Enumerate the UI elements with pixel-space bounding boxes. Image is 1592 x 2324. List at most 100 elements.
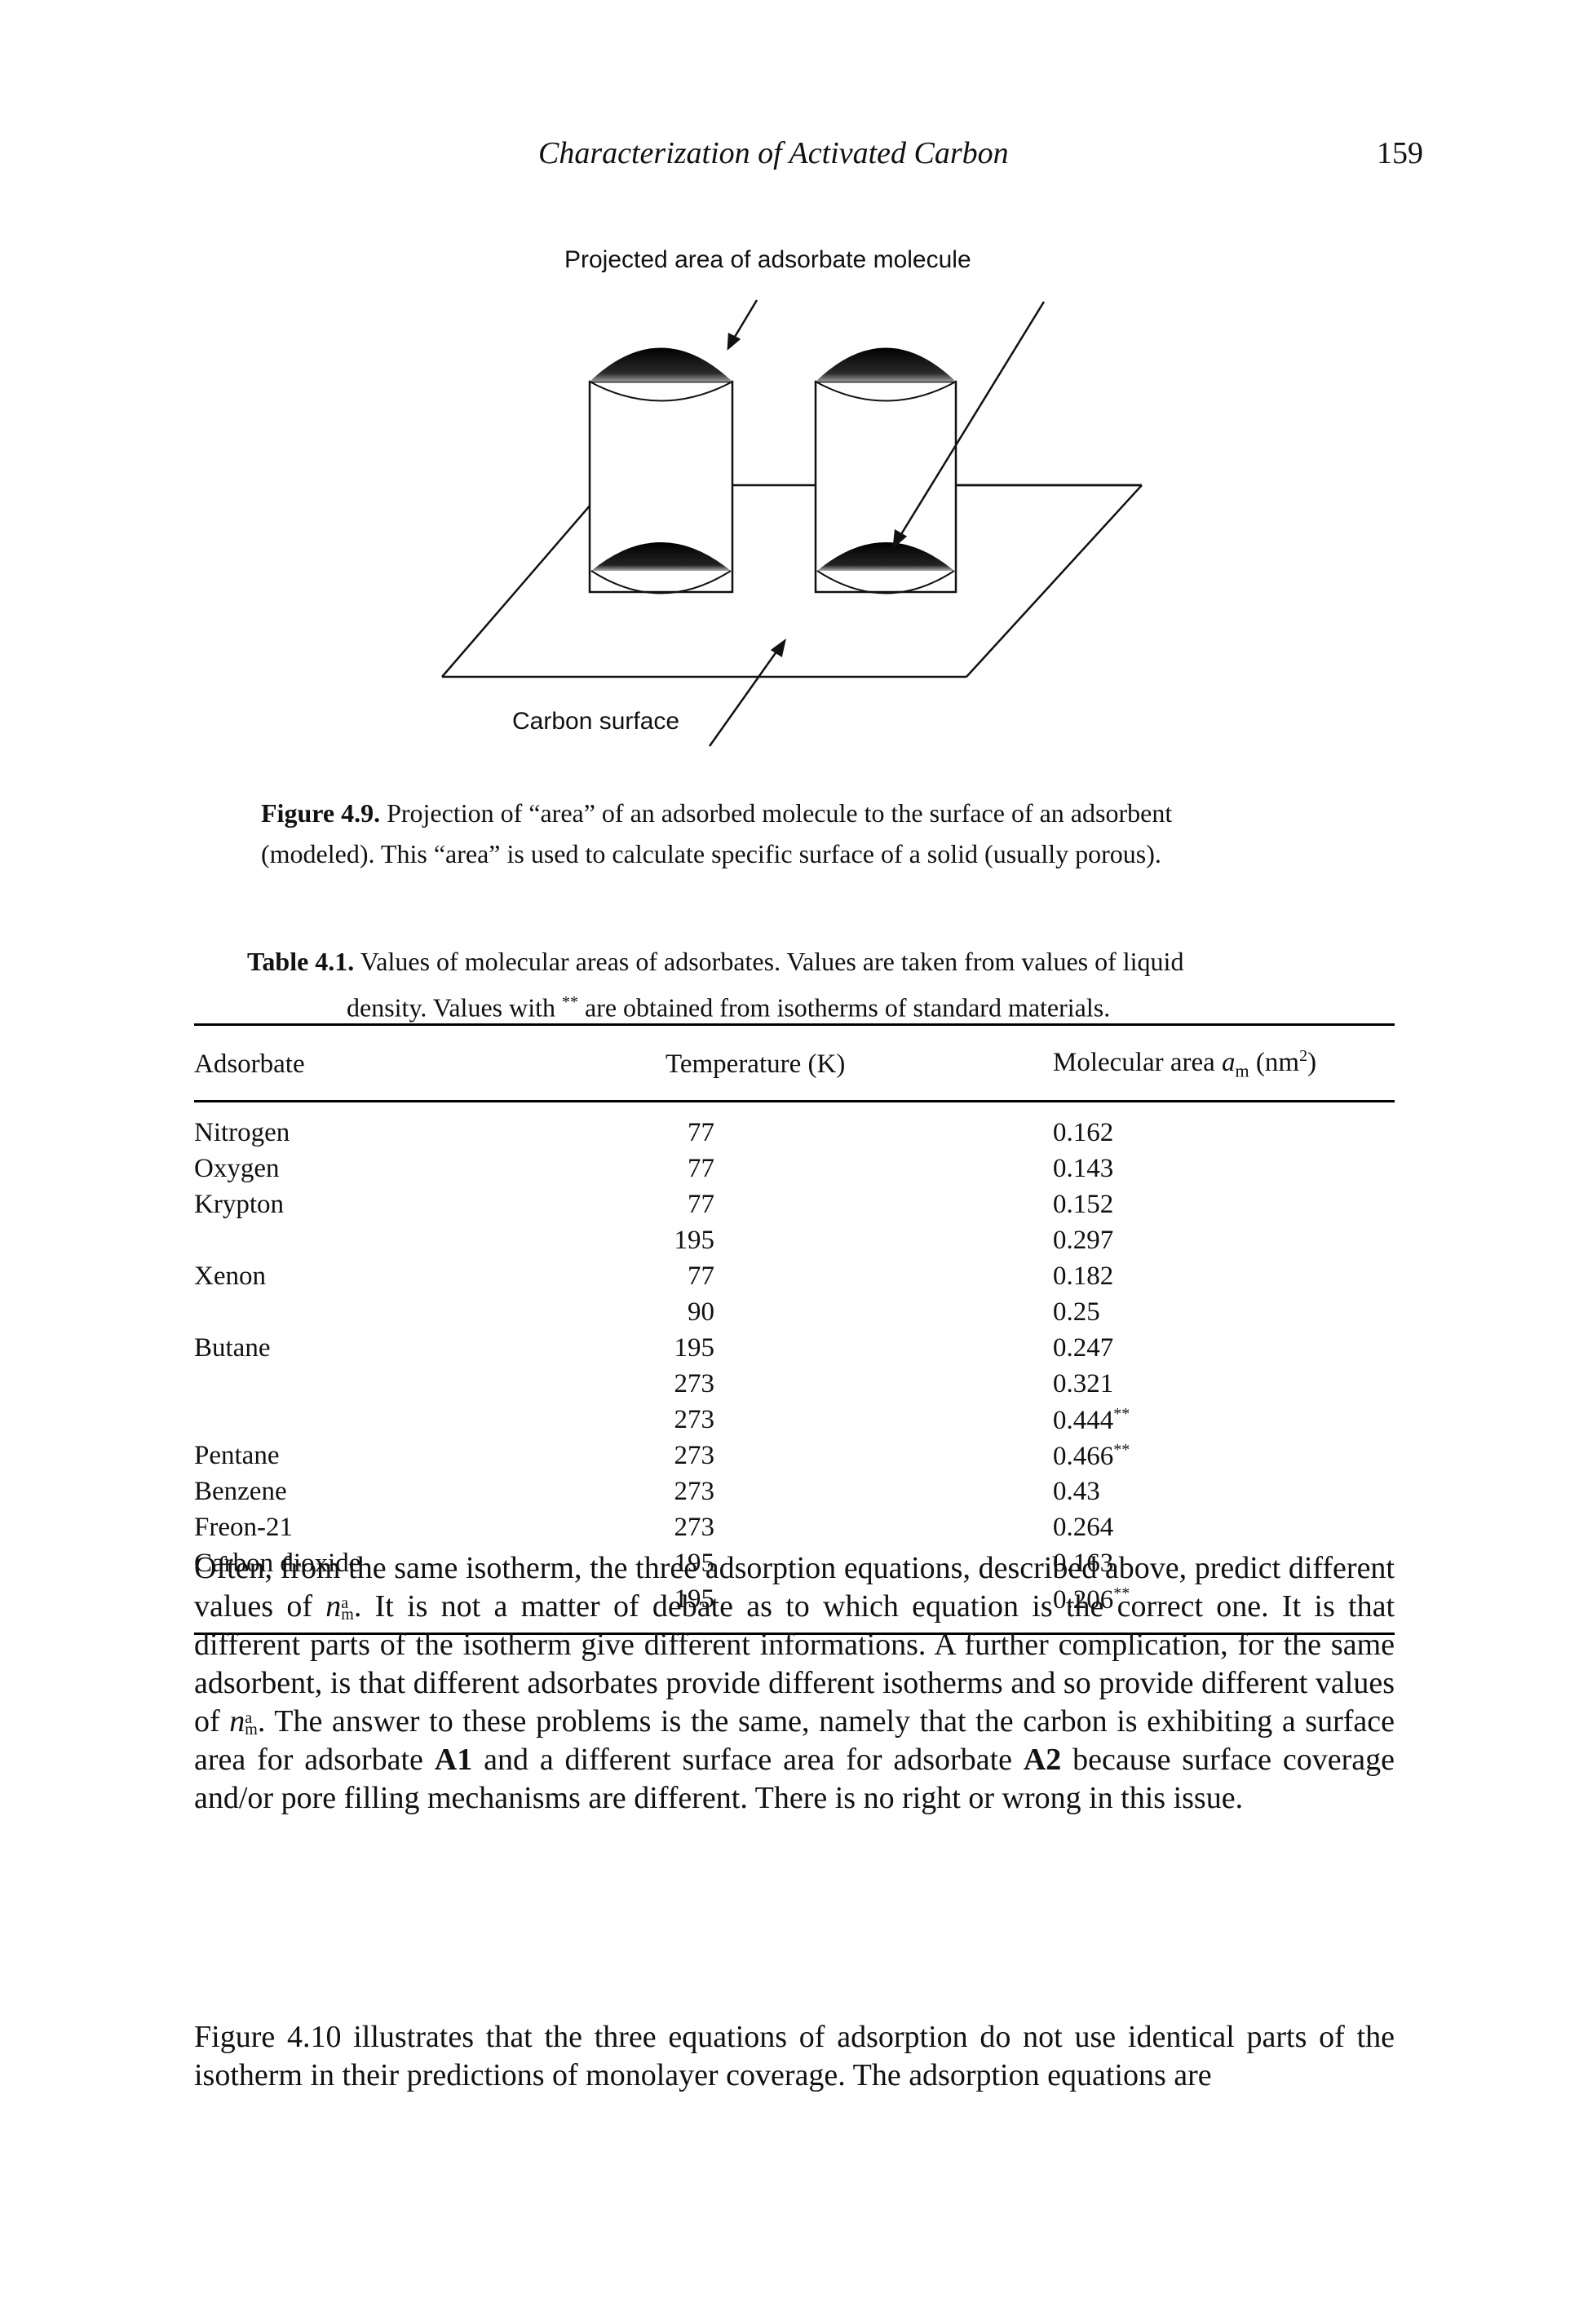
molecule-cylinder-right [814,347,957,594]
standard-material-marker: ** [1113,1440,1130,1459]
figure-top-label: Projected area of adsorbate molecule [564,246,971,273]
cell-molecular-area: 0.206** [1053,1582,1395,1634]
temperature-value: 77 [688,1190,714,1220]
cell-adsorbate: Benzene [194,1477,287,1507]
cell-adsorbate [194,1223,666,1259]
p2-text: Figure 4.10 illustrates that the three e… [194,2020,1395,2092]
area-value: 0.152 [1053,1190,1114,1220]
p1-part4: and a different surface area for adsorba… [472,1743,1024,1777]
figure-bottom-label: Carbon surface [512,708,680,735]
area-value: 0.163 [1053,1549,1114,1579]
table-caption-line1: Values of molecular areas of adsorbates.… [360,947,1184,976]
cell-molecular-area: 0.297 [1053,1223,1395,1259]
cell-molecular-area: 0.182 [1053,1259,1395,1295]
arrow-projected-area [727,299,758,351]
figure-caption: Figure 4.9. Projection of “area” of an a… [261,793,1172,874]
header-area-symbol: a [1222,1048,1236,1077]
table-caption-label: Table 4.1. [247,947,355,976]
temperature-value: 195 [674,1584,715,1615]
area-value: 0.321 [1053,1369,1114,1399]
cell-molecular-area: 0.152 [1053,1187,1395,1223]
header-area-unit-sup: 2 [1299,1047,1308,1065]
table-caption-line2b: are obtained from isotherms of standard … [577,992,1111,1023]
cell-temperature: 273 [666,1510,1053,1546]
header-temperature: Temperature (K) [666,1024,1053,1102]
cell-molecular-area: 0.466** [1053,1438,1395,1474]
cell-temperature: 77 [666,1101,1053,1151]
page-number: 159 [1377,136,1423,170]
cell-molecular-area: 0.143 [1053,1151,1395,1187]
cell-temperature: 273 [666,1474,1053,1510]
cell-temperature: 195 [666,1546,1053,1582]
header-area-unit-open: (nm [1249,1048,1300,1077]
n-sub-1: m [341,1606,354,1624]
adsorbate-a2: A2 [1023,1743,1062,1777]
area-value: 0.182 [1053,1261,1114,1292]
n-sup-1: a [341,1594,349,1612]
temperature-value: 77 [688,1261,714,1292]
p1-part2: . It is not a matter of debate as to whi… [194,1589,1395,1739]
table-row: 273 0.321 [194,1367,1395,1403]
table-header-row: Adsorbate Temperature (K) Molecular area… [194,1024,1395,1102]
table-row: Nitrogen 77 0.162 [194,1101,1395,1151]
cell-adsorbate: Freon-21 [194,1513,293,1543]
body-paragraph-2: Figure 4.10 illustrates that the three e… [194,2018,1395,2095]
molecule-cylinder-left [588,347,734,594]
adsorbed-molecule-diagram [441,299,1143,747]
table-row: 195 0.297 [194,1223,1395,1259]
area-value: 0.466 [1053,1441,1114,1471]
temperature-value: 77 [688,1118,714,1148]
figure-caption-line1: Projection of “area” of an adsorbed mole… [387,798,1173,828]
temperature-value: 273 [674,1441,715,1471]
n-symbol-2: n [229,1704,245,1739]
cell-adsorbate: Pentane [194,1441,280,1471]
molecular-area-table: Adsorbate Temperature (K) Molecular area… [194,1023,1395,1635]
cell-molecular-area: 0.163 [1053,1546,1395,1582]
surface-edge-right [966,484,1143,678]
cell-adsorbate: Carbon dioxide [194,1549,361,1579]
cell-adsorbate: Krypton [194,1190,284,1220]
temperature-value: 77 [688,1154,714,1184]
body-paragraph-1: Often, from the same isotherm, the three… [194,1549,1395,1818]
cell-molecular-area: 0.43 [1053,1474,1395,1510]
standard-material-marker: ** [1113,1584,1130,1602]
figure-caption-label: Figure 4.9. [261,798,381,828]
arrow-projection-line [892,301,1046,549]
temperature-value: 273 [674,1513,715,1543]
area-value: 0.206 [1053,1584,1114,1615]
cell-molecular-area: 0.444** [1053,1403,1395,1438]
header-adsorbate: Adsorbate [194,1024,666,1102]
arrow-carbon-surface [708,638,786,747]
table-row: Freon-21 273 0.264 [194,1510,1395,1546]
cell-adsorbate: Butane [194,1333,271,1363]
cell-adsorbate: Nitrogen [194,1118,290,1148]
header-area-unit-close: ) [1307,1048,1317,1077]
cell-temperature: 195 [666,1331,1053,1367]
header-area-prefix: Molecular area [1053,1048,1223,1077]
table-caption-line2a: density. Values with [347,992,562,1023]
p1-part3: . The answer to these problems is the sa… [194,1704,1395,1777]
cell-molecular-area: 0.162 [1053,1101,1395,1151]
table-caption: Table 4.1. Values of molecular areas of … [247,941,1183,1028]
temperature-value: 195 [674,1226,715,1256]
header-molecular-area: Molecular area am (nm2) [1053,1024,1395,1102]
area-value: 0.25 [1053,1297,1100,1328]
cell-adsorbate: Xenon [194,1261,266,1292]
cell-temperature: 195 [666,1223,1053,1259]
header-area-sub: m [1235,1060,1249,1081]
cell-temperature: 273 [666,1403,1053,1438]
temperature-value: 273 [674,1369,715,1399]
cell-molecular-area: 0.25 [1053,1295,1395,1331]
cell-temperature: 77 [666,1259,1053,1295]
adsorbate-a1: A1 [434,1743,473,1777]
cell-temperature: 77 [666,1151,1053,1187]
cell-temperature: 273 [666,1367,1053,1403]
cell-temperature: 77 [666,1187,1053,1223]
cell-molecular-area: 0.264 [1053,1510,1395,1546]
